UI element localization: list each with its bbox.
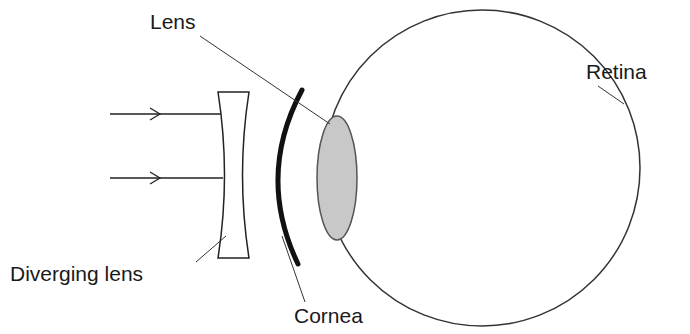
- part-label: Diverging lens: [10, 262, 143, 285]
- light-ray: [110, 113, 221, 114]
- diverging-lens: [218, 92, 249, 258]
- part-label: Retina: [586, 60, 647, 83]
- eyeball: [324, 10, 640, 326]
- ray-arrowhead: [150, 108, 160, 120]
- leader-line: [196, 236, 226, 262]
- part-label: Cornea: [294, 304, 363, 327]
- eye-lens: [317, 116, 357, 240]
- leader-line: [200, 36, 330, 124]
- leader-line: [282, 236, 305, 302]
- light-ray: [110, 177, 223, 178]
- leader-line: [598, 86, 624, 104]
- part-label: Lens: [150, 10, 196, 33]
- cornea: [278, 90, 302, 264]
- ray-arrowhead: [150, 172, 160, 184]
